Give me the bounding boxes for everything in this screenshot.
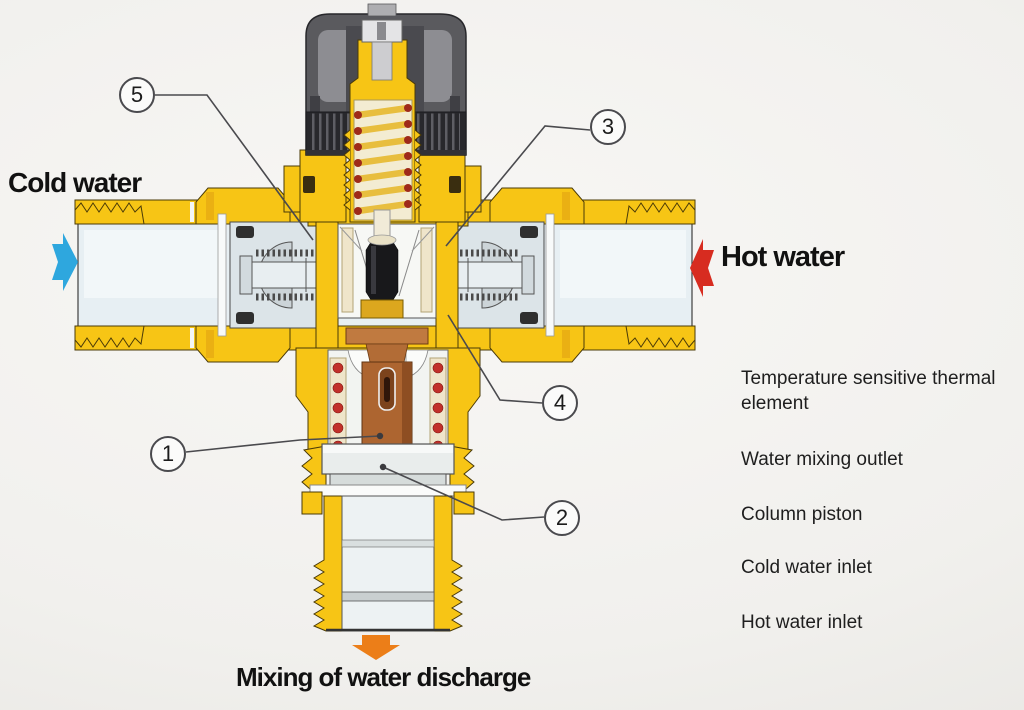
legend-item-mixing-outlet: Water mixing outlet xyxy=(741,449,903,470)
hot-water-label: Hot water xyxy=(721,241,845,273)
legend-item-cold-inlet: Cold water inlet xyxy=(741,557,872,578)
discharge-label: Mixing of water discharge xyxy=(236,662,531,692)
discharge-pipe xyxy=(301,491,475,632)
legend-item-thermal-element: Temperature sensitive thermal element xyxy=(741,368,996,415)
thermal-element xyxy=(365,241,399,301)
spindle-and-spring xyxy=(343,3,422,246)
adjustment-screw-icon xyxy=(361,3,403,81)
cold-water-label: Cold water xyxy=(8,167,142,198)
cold-water-arrow-icon xyxy=(52,233,78,291)
bonnet xyxy=(283,149,482,223)
cold-check-valve-cartridge xyxy=(229,221,325,329)
callout-1: 1 xyxy=(150,436,186,472)
callout-3: 3 xyxy=(590,109,626,145)
legend-item-hot-inlet: Hot water inlet xyxy=(741,612,863,633)
discharge-arrow-icon xyxy=(352,635,400,660)
hot-water-arrow-icon xyxy=(690,239,714,297)
callout-leader-lines xyxy=(155,94,591,521)
legend-item-column-piston: Column piston xyxy=(741,504,863,525)
callout-4: 4 xyxy=(542,385,578,421)
hot-check-valve-cartridge xyxy=(449,221,545,329)
callout-2: 2 xyxy=(544,500,580,536)
overload-spring xyxy=(354,104,412,215)
lower-body xyxy=(295,327,481,453)
callout-5: 5 xyxy=(119,77,155,113)
